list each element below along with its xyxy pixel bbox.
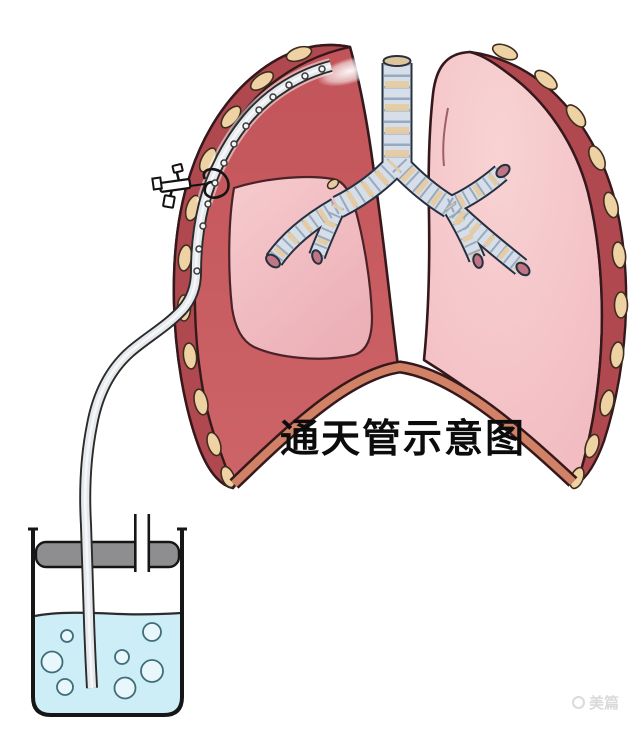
bronchial-tree [265,55,531,277]
fenestrated-chest-tube [79,58,334,689]
bottle-outline [31,529,184,717]
tube-stopcock [151,163,230,209]
watermark-text: 美篇 [589,695,620,712]
tube-fenestration-holes [193,65,326,275]
left-ribs [176,45,313,489]
water-surface [34,611,182,618]
diaphragm [229,360,578,489]
air-bubbles [40,622,164,700]
apex-highlight [317,55,383,87]
trachea-opening [382,55,412,67]
water-seal-bottle [28,514,187,717]
air-vent-tube [134,514,151,572]
right-lung-fissure [442,107,449,167]
meipian-logo-icon [572,696,585,709]
bottle-stopper [34,540,181,569]
hilum-cartilage-stub [326,178,340,190]
diagram-title: 通天管示意图 [279,418,526,461]
watermark: 美篇 [572,692,619,713]
right-ribs [491,43,629,490]
fixation-loop [202,167,230,199]
right-chest-wall [468,50,628,486]
